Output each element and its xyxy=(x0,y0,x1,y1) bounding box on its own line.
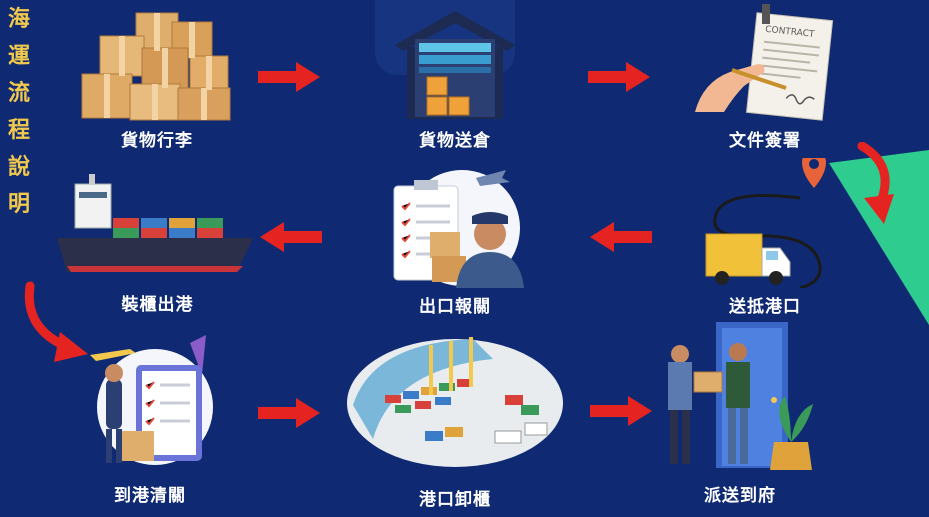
step-label: 派送到府 xyxy=(704,486,776,506)
step-label: 貨物送倉 xyxy=(419,131,491,151)
step-door-delivery: 派送到府 xyxy=(660,320,820,506)
step-label: 出口報關 xyxy=(419,297,491,317)
title-char: 流 xyxy=(7,81,30,106)
container-ship-icon xyxy=(57,174,253,272)
step-document-signing: CONTRACT 文件簽署 xyxy=(690,2,840,154)
step-label: 港口卸櫃 xyxy=(419,490,491,510)
step-cargo-luggage: 貨物行李 xyxy=(72,8,242,153)
step-port-unloading: 港口卸櫃 xyxy=(345,335,565,510)
home-delivery-icon xyxy=(668,322,813,470)
title-char: 程 xyxy=(7,118,30,143)
step-warehouse: 貨物送倉 xyxy=(385,5,525,155)
title-char: 說 xyxy=(7,155,30,180)
step-label: 貨物行李 xyxy=(121,131,193,151)
delivery-truck-icon xyxy=(705,150,826,290)
arrow-left-icon xyxy=(590,222,652,252)
arrow-right-icon xyxy=(588,62,650,92)
title-char: 海 xyxy=(7,7,30,32)
curved-arrow-down-icon xyxy=(857,142,894,224)
arrow-right-icon xyxy=(590,396,652,426)
step-label: 文件簽署 xyxy=(729,131,801,151)
green-accent-triangle xyxy=(829,150,929,325)
title-char: 運 xyxy=(7,44,30,69)
step-label: 到港清關 xyxy=(114,486,186,506)
step-arrival-clearance: 到港清關 xyxy=(70,335,230,506)
title-char: 明 xyxy=(7,192,30,217)
step-deliver-port: 送抵港口 xyxy=(690,150,840,318)
arrow-left-icon xyxy=(260,222,322,252)
arrow-right-icon xyxy=(258,62,320,92)
warehouse-icon xyxy=(395,11,515,119)
curved-arrow-down-icon xyxy=(24,281,88,362)
cardboard-boxes-icon xyxy=(81,12,231,121)
clearance-checklist-icon xyxy=(90,335,213,465)
arrow-right-icon xyxy=(258,398,320,428)
customs-officer-icon xyxy=(393,170,524,288)
step-label: 送抵港口 xyxy=(729,297,801,317)
port-terminal-icon xyxy=(347,337,563,467)
step-label: 裝櫃出港 xyxy=(121,295,194,315)
contract-signing-icon: CONTRACT xyxy=(695,4,834,121)
step-container-departure: 裝櫃出港 xyxy=(55,170,260,318)
step-export-customs: 出口報關 xyxy=(380,158,530,318)
page-title: 海 運 流 程 說 明 xyxy=(4,6,34,219)
